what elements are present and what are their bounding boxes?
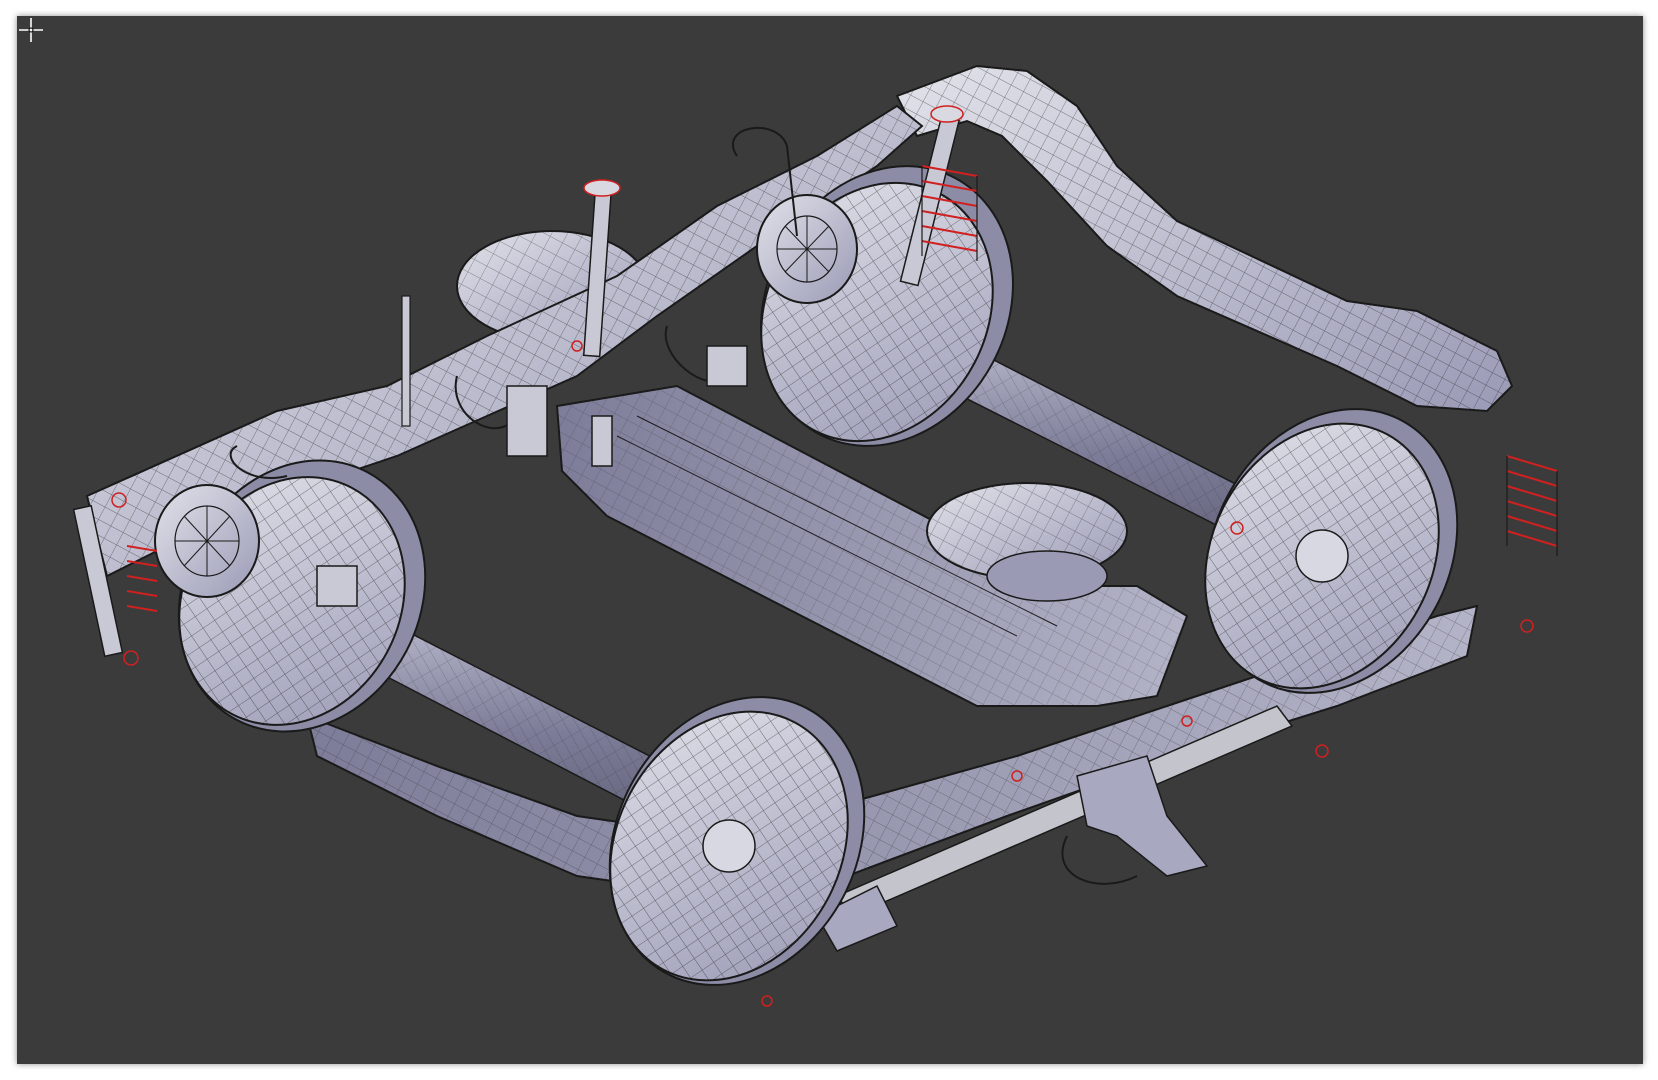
center-bowl (926, 482, 1128, 602)
spring-right (1506, 455, 1558, 556)
frame-rail-rear (895, 64, 1514, 413)
damper-vertical-2 (401, 295, 411, 427)
3d-viewport[interactable] (17, 16, 1643, 1064)
wheel-front-right (608, 696, 866, 986)
damper-vertical-3 (899, 105, 964, 287)
red-accent-marks (571, 340, 1534, 1007)
damper-left-end (72, 492, 139, 666)
traction-motor-right (756, 194, 858, 304)
wheel-rear-right (1204, 408, 1459, 694)
crosshair-cursor-icon (19, 18, 43, 42)
brake-rod (815, 705, 1294, 952)
damper-vertical-1 (582, 179, 621, 358)
traction-motor-left (154, 484, 260, 598)
bogie-model (72, 64, 1558, 1007)
spring-rear (921, 165, 978, 261)
frame-brackets (316, 345, 748, 607)
spring-left (126, 545, 158, 612)
